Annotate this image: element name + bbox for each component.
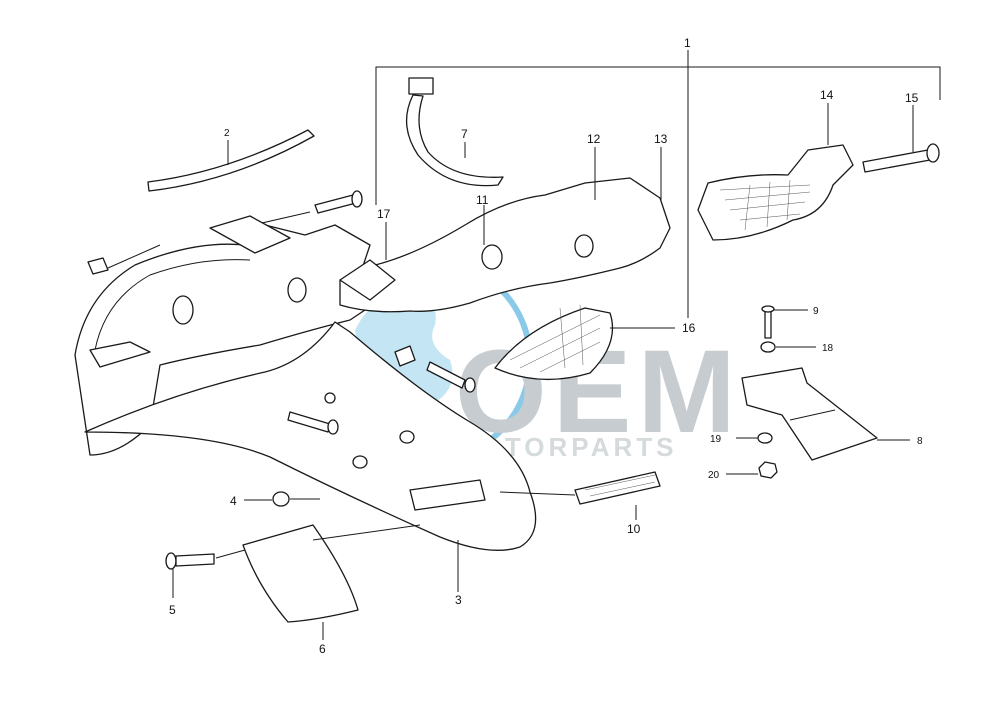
callout-20: 20 — [708, 470, 720, 481]
part-mudflap — [242, 524, 421, 640]
part-indicator-lens — [494, 304, 675, 381]
callout-17: 17 — [377, 207, 391, 221]
part-screw-5 — [165, 549, 246, 598]
part-plate-bracket — [741, 367, 910, 461]
callout-19: 19 — [710, 434, 722, 445]
callout-11: 11 — [476, 193, 489, 207]
callout-10: 10 — [627, 522, 641, 536]
callout-5: 5 — [169, 603, 176, 617]
part-screw-upper — [239, 190, 363, 229]
part-bolt-15 — [862, 105, 940, 173]
part-rear-fender — [84, 321, 537, 592]
callout-7: 7 — [461, 127, 468, 141]
callout-labels: 1 2 3 4 5 6 7 8 9 10 11 12 13 14 15 16 1… — [169, 36, 923, 656]
callout-3: 3 — [455, 593, 462, 607]
callout-1: 1 — [684, 36, 691, 50]
part-hose — [147, 129, 315, 192]
part-wire-harness — [405, 77, 504, 187]
callout-6: 6 — [319, 642, 326, 656]
callout-9: 9 — [813, 306, 819, 317]
callout-15: 15 — [905, 91, 919, 105]
part-fender-bolts — [287, 345, 476, 435]
callout-16: 16 — [682, 321, 696, 335]
assembly-bracket-1 — [375, 50, 941, 318]
part-cover-14 — [697, 103, 854, 241]
part-light-housing — [339, 147, 671, 313]
part-plate-lens — [499, 471, 661, 520]
part-grommet — [244, 491, 320, 507]
callout-18: 18 — [822, 343, 834, 354]
callout-4: 4 — [230, 494, 237, 508]
callout-13: 13 — [654, 132, 668, 146]
part-small-hardware — [726, 305, 816, 479]
callout-14: 14 — [820, 88, 834, 102]
callout-2: 2 — [224, 128, 230, 139]
callout-8: 8 — [917, 436, 923, 447]
callout-12: 12 — [587, 132, 601, 146]
